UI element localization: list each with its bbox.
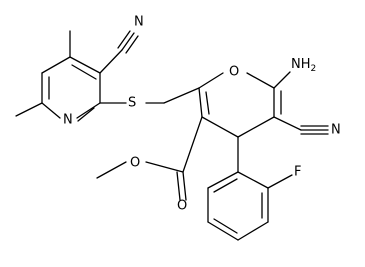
bond xyxy=(198,72,224,89)
bond xyxy=(273,71,291,89)
bond xyxy=(77,107,95,122)
bond xyxy=(176,171,181,201)
bond xyxy=(76,102,101,119)
ester-carbonyl-oxygen-label: O xyxy=(177,199,187,214)
bond xyxy=(201,116,239,138)
sulfur-atom-label: S xyxy=(128,96,136,111)
bond xyxy=(121,32,135,51)
bond xyxy=(99,49,123,74)
bond xyxy=(207,171,239,189)
bond xyxy=(182,116,203,173)
bond xyxy=(273,116,302,131)
atom-labels: NH2 O S N N N O O F xyxy=(63,15,341,214)
bond xyxy=(237,221,269,241)
bond-lines xyxy=(15,30,329,241)
amino-group-label: NH2 xyxy=(291,57,316,74)
bond xyxy=(213,178,238,193)
bond xyxy=(237,171,269,189)
bond xyxy=(246,72,275,89)
bond xyxy=(71,64,97,80)
bond xyxy=(96,161,127,179)
fluorine-atom-label: F xyxy=(294,165,301,180)
nitrile-nitrogen-label: N xyxy=(331,123,341,138)
bond xyxy=(41,102,61,119)
bond xyxy=(41,56,71,74)
bond xyxy=(205,91,210,115)
bond xyxy=(125,35,139,54)
ester-ether-oxygen-label: O xyxy=(130,156,140,171)
pyran-oxygen-label: O xyxy=(229,65,239,80)
bond xyxy=(182,171,187,201)
bond xyxy=(237,116,275,138)
bond xyxy=(69,56,101,74)
bond xyxy=(207,221,239,241)
bond xyxy=(198,87,203,118)
bond xyxy=(145,161,184,173)
pyridine-nitrogen-label: N xyxy=(63,113,73,128)
bond xyxy=(213,218,238,234)
bond xyxy=(267,174,293,189)
nitrile-nitrogen-label: N xyxy=(134,15,144,30)
bond xyxy=(15,102,43,117)
bond xyxy=(117,30,131,49)
bond xyxy=(163,87,200,104)
